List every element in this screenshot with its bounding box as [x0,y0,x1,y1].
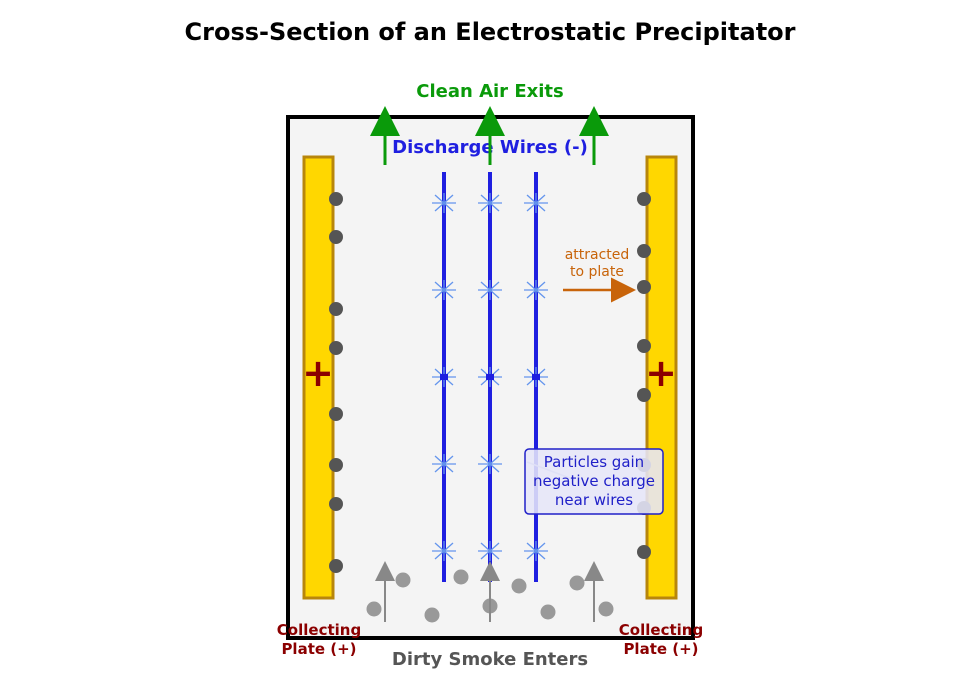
star-burst-icon [432,541,456,561]
collected-particle [329,559,343,573]
attracted-label-line2: to plate [570,264,624,280]
clean-air-label: Clean Air Exits [416,81,563,102]
plate-label-right-line1: Collecting [619,621,703,639]
star-burst-icon [524,193,548,213]
smoke-particle [511,578,527,594]
star-burst-icon [524,541,548,561]
particles-note-line2: negative charge [533,472,655,490]
collecting-plate-right [645,155,678,600]
collected-particle [329,192,343,206]
collected-particle [329,302,343,316]
collected-particle [637,280,651,294]
wire-node [440,374,448,380]
star-burst-icon [478,454,502,474]
star-burst-icon [478,280,502,300]
plate-label-left-line2: Plate (+) [281,640,356,658]
smoke-particle [569,575,585,591]
dirty-smoke-label: Dirty Smoke Enters [392,649,588,670]
collected-particle [329,230,343,244]
particles-note-line3: near wires [555,491,633,509]
plus-sign-icon: + [645,351,677,395]
particles-note-box [524,448,664,515]
smoke-particle [540,604,556,620]
smoke-particle [366,601,382,617]
attracted-label-line1: attracted [565,247,630,263]
particles-note-line1: Particles gain [544,453,644,471]
star-burst-icon [478,367,502,387]
collected-particle [329,341,343,355]
star-burst-icon [432,280,456,300]
collected-particle [637,339,651,353]
star-burst-icon [478,193,502,213]
smoke-particle [424,607,440,623]
star-burst-icon [432,454,456,474]
diagram-title: Cross-Section of an Electrostatic Precip… [185,18,796,46]
collected-particle [329,407,343,421]
wire-node [486,374,494,380]
collected-particle [637,244,651,258]
collected-particle [329,458,343,472]
collected-particle [637,545,651,559]
collected-particle [637,192,651,206]
star-burst-icon [524,280,548,300]
smoke-particle [395,572,411,588]
collected-particle [329,497,343,511]
corona-bursts [432,193,548,561]
star-burst-icon [478,541,502,561]
plate-label-left-line1: Collecting [277,621,361,639]
star-burst-icon [524,367,548,387]
smoke-particle [598,601,614,617]
plate-label-right-line2: Plate (+) [623,640,698,658]
collecting-plate-left [302,155,335,600]
wire-node [532,374,540,380]
star-burst-icon [432,193,456,213]
collected-particles-left [329,192,343,573]
star-burst-icon [432,367,456,387]
plus-sign-icon: + [302,351,334,395]
smoke-particle [453,569,469,585]
collected-particle [637,388,651,402]
